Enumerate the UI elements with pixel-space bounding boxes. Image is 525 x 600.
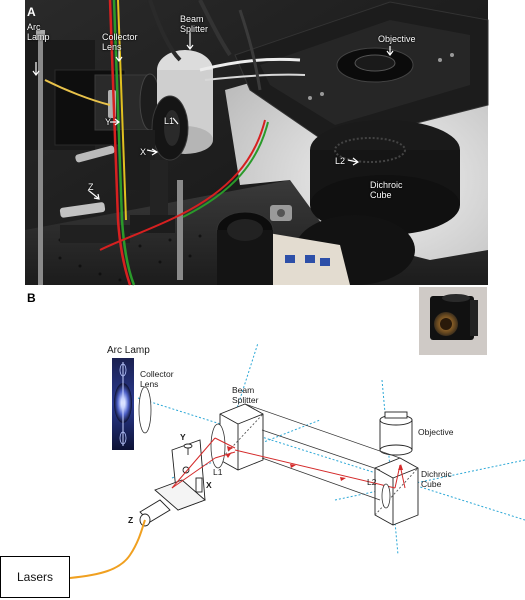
lasers-label: Lasers	[16, 570, 54, 584]
photo-label-collector-lens: Collector Lens	[102, 32, 138, 52]
diagram-label-l1: L1	[213, 467, 223, 477]
lasers-box: Lasers	[0, 556, 70, 598]
diagram-label-objective: Objective	[418, 427, 454, 437]
photo-label-l1: L1	[164, 116, 175, 126]
diagram-label-arc-lamp: Arc Lamp	[107, 345, 150, 356]
panel-b-label: B	[27, 291, 36, 305]
laser-fiber	[69, 519, 146, 579]
l2-lens	[381, 483, 391, 509]
photo-label-z: Z	[88, 182, 94, 192]
diagram-label-l2: L2	[367, 477, 377, 487]
xyz-mount	[139, 439, 206, 527]
laser-beam-path	[171, 437, 406, 489]
optical-axes	[137, 342, 525, 556]
photo-label-x: X	[140, 147, 147, 157]
diagram-label-dichroic-cube: Dichroic Cube	[421, 469, 452, 489]
beam-splitter-cube	[219, 403, 264, 471]
photo-label-objective: Objective	[378, 34, 416, 44]
collector-lens	[138, 386, 152, 434]
diagram-label-beam-splitter: Beam Splitter	[232, 385, 259, 405]
diagram-label-x: X	[206, 480, 212, 490]
photo-label-arc-lamp: Arc Lamp	[27, 22, 50, 42]
diagram-label-z: Z	[128, 515, 134, 525]
photo-label-y: Y	[105, 117, 112, 127]
panel-a-label: A	[27, 5, 36, 19]
objective	[379, 411, 413, 456]
photo-label-beam-splitter: Beam Splitter	[180, 14, 209, 34]
diagram-label-y: Y	[180, 432, 186, 442]
l1-lens	[210, 423, 226, 469]
photo-label-dichroic-cube: Dichroic Cube	[370, 180, 403, 200]
photo-label-l2: L2	[335, 156, 346, 166]
diagram-label-collector-lens: Collector Lens	[140, 369, 174, 389]
dichroic-cube	[374, 457, 419, 526]
